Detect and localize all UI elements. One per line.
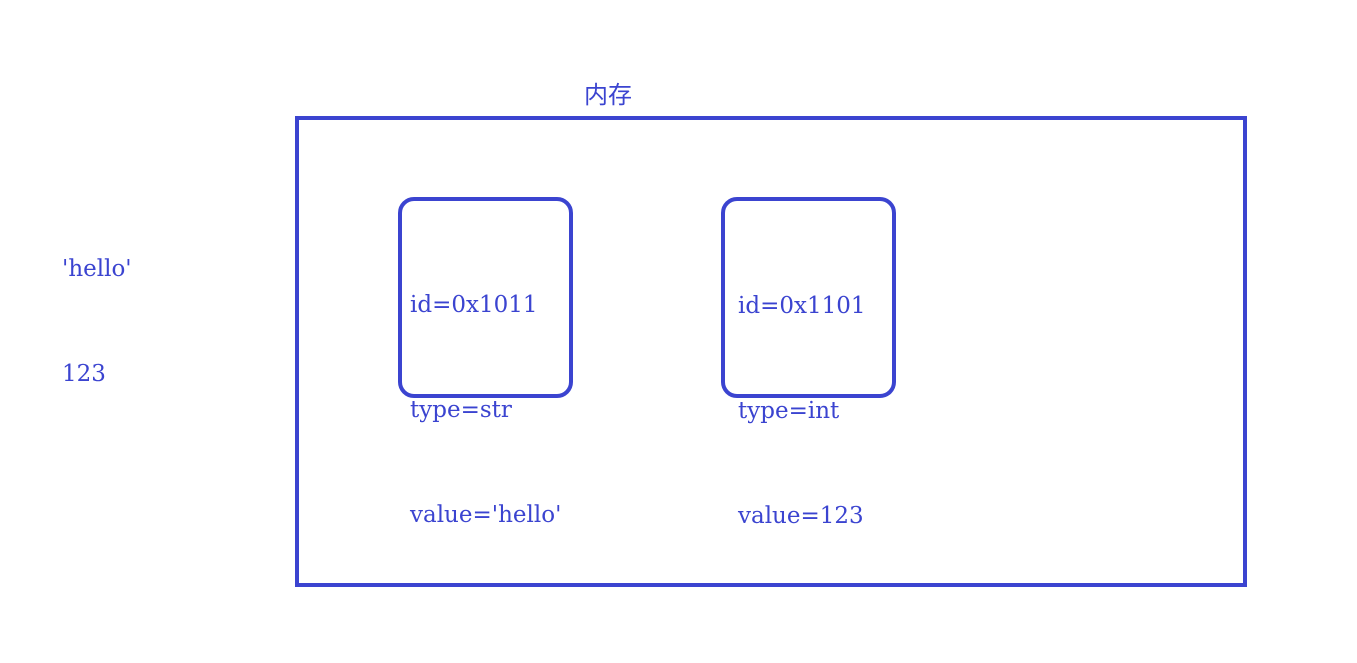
memory-title: 内存 xyxy=(584,81,632,109)
object-box-str xyxy=(398,197,573,398)
outside-values: 'hello' 123 xyxy=(62,182,132,427)
object-text-str: id=0x1011 type=str value='hello' xyxy=(410,218,561,568)
object-type: type=int xyxy=(738,398,840,424)
object-text-int: id=0x1101 type=int value=123 xyxy=(738,219,866,569)
object-id: id=0x1101 xyxy=(738,293,866,319)
object-id: id=0x1011 xyxy=(410,292,538,318)
object-value: value=123 xyxy=(738,503,864,529)
object-box-int xyxy=(721,197,896,398)
outside-value-string: 'hello' xyxy=(62,256,132,282)
object-type: type=str xyxy=(410,397,512,423)
memory-box xyxy=(295,116,1247,587)
outside-value-int: 123 xyxy=(62,361,106,387)
object-value: value='hello' xyxy=(410,502,562,528)
